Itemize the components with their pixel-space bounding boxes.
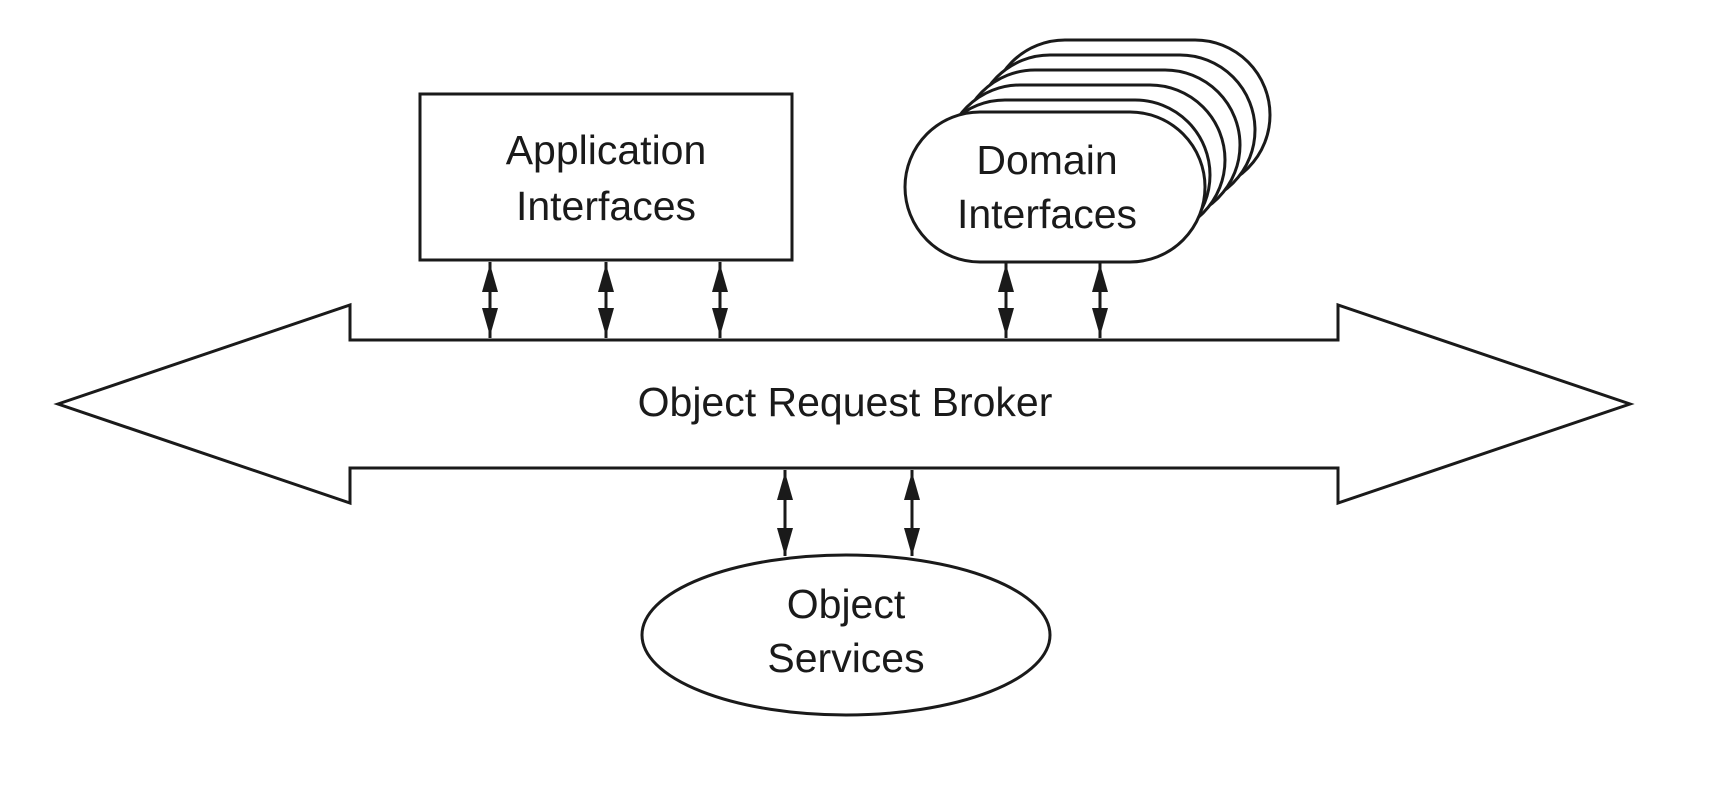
application-interfaces-box (418, 92, 794, 262)
object-services-label-line1: Object (787, 581, 906, 627)
application-interfaces-label-line1: Application (506, 127, 707, 173)
domain-interfaces-label-line1: Domain (976, 137, 1117, 183)
double-arrow-icon (598, 262, 614, 338)
object-services-ellipse (640, 553, 1052, 717)
double-arrow-icon (1092, 262, 1108, 338)
object-services: Object Services (640, 553, 1052, 717)
application-interfaces: Application Interfaces (418, 92, 794, 262)
domain-interfaces-label-line2: Interfaces (957, 191, 1137, 237)
connector-arrows (482, 262, 1108, 556)
domain-interfaces-front-shape (903, 110, 1207, 264)
object-services-label-line2: Services (767, 635, 924, 681)
double-arrow-icon (904, 470, 920, 556)
orb-bus-arrow (53, 302, 1635, 506)
double-arrow-icon (712, 262, 728, 338)
application-interfaces-label-line2: Interfaces (516, 183, 696, 229)
object-request-broker: Object Request Broker (53, 302, 1635, 506)
orb-label: Object Request Broker (638, 379, 1053, 425)
double-arrow-icon (777, 470, 793, 556)
double-arrow-icon (482, 262, 498, 338)
domain-interfaces: Domain Interfaces (903, 38, 1272, 264)
double-arrow-icon (998, 262, 1014, 338)
